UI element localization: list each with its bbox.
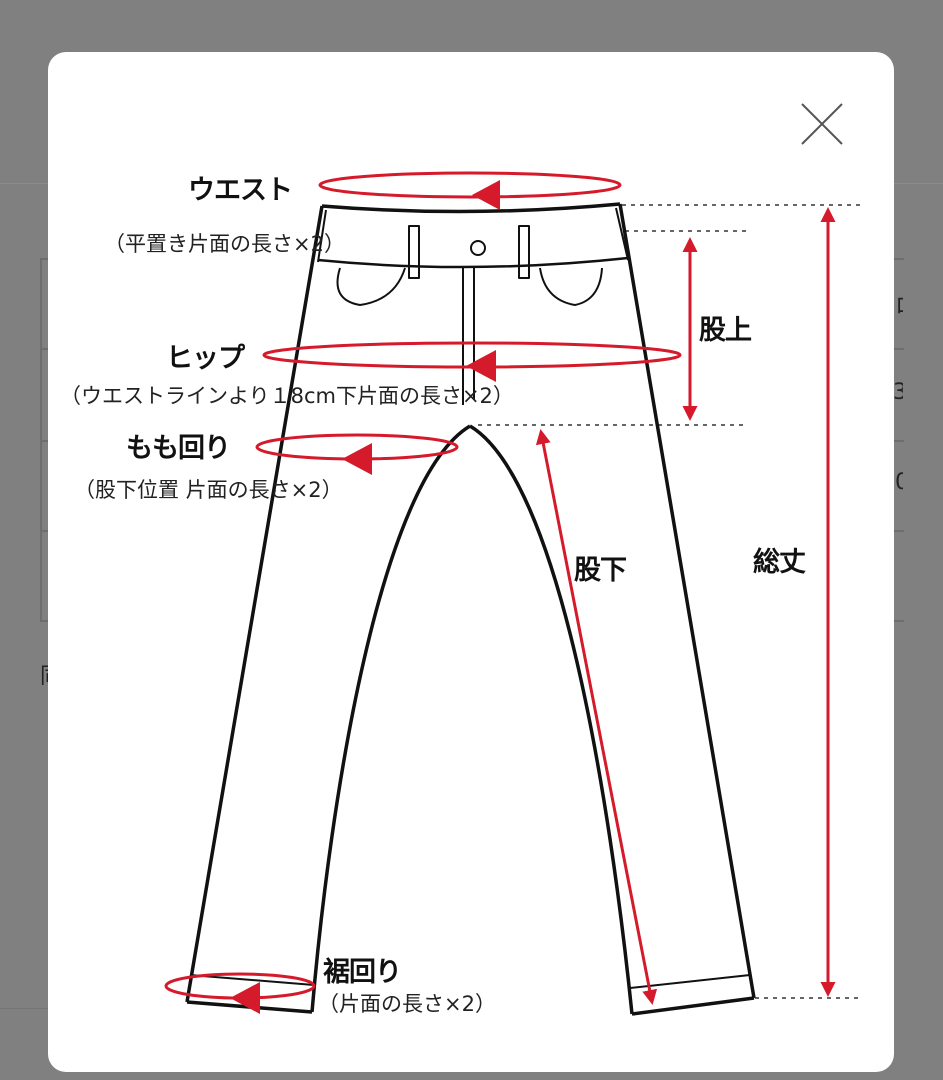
guide-lines — [478, 204, 862, 999]
table-row-divider — [894, 620, 904, 622]
thigh-arrowhead — [342, 443, 372, 475]
left-inseam — [310, 424, 471, 1013]
waistband-bottom — [317, 256, 629, 269]
waist-loop — [318, 171, 622, 199]
measure-marks — [164, 171, 836, 1005]
hem-arrowhead — [230, 982, 260, 1014]
right-hem — [631, 996, 755, 1016]
pocket-left — [336, 267, 406, 306]
right-outseam — [618, 203, 756, 999]
loop-arrowheads — [230, 180, 500, 1014]
table-row-divider — [894, 440, 904, 442]
table-cell-partial: 0 — [895, 470, 903, 495]
left-outseam — [185, 205, 324, 1003]
label-waist: ウエスト — [188, 175, 293, 206]
close-x-icon[interactable] — [800, 102, 844, 146]
note-partial: 同 — [40, 658, 48, 690]
table-row-divider — [894, 258, 904, 260]
table-row-divider — [40, 620, 48, 622]
table-row-divider — [40, 440, 48, 442]
table-left-border — [40, 258, 42, 621]
footer-divider — [0, 1008, 48, 1009]
table-cell-partial: 3 — [893, 380, 903, 405]
label-rise: 股上 — [699, 315, 752, 346]
pants-outline — [185, 202, 756, 1016]
table-row-divider — [894, 348, 904, 350]
belt-loop-right — [518, 225, 530, 279]
label-thigh-note: （股下位置 片面の長さ×2） — [74, 478, 343, 502]
waist-arrowhead — [472, 180, 500, 210]
table-row-divider — [40, 258, 48, 260]
right-inseam — [469, 424, 634, 1015]
label-hip: ヒップ — [166, 343, 245, 374]
label-total-length: 総丈 — [753, 547, 806, 578]
left-cuff — [189, 974, 315, 986]
label-hem: 裾回り — [323, 957, 402, 988]
label-waist-note: （平置き片面の長さ×2） — [104, 232, 345, 256]
button-icon — [470, 240, 486, 256]
pocket-right — [539, 267, 603, 306]
table-row-divider — [40, 530, 48, 532]
hip-arrowhead — [466, 350, 496, 382]
side-seam-left — [317, 209, 327, 263]
label-hem-note: （片面の長さ×2） — [318, 992, 496, 1016]
close-button[interactable] — [800, 102, 844, 146]
table-row-divider — [894, 530, 904, 532]
table-row-divider — [40, 348, 48, 350]
waistband-top — [321, 202, 621, 214]
label-hip-note: （ウエストラインより１8cm下片面の長さ×2） — [60, 384, 514, 408]
side-seam-right — [615, 207, 629, 261]
pants-measurement-diagram — [164, 171, 862, 1016]
label-thigh: もも回り — [126, 433, 231, 464]
inseam-arrow — [535, 429, 658, 1005]
table-cell-partial: ロ — [895, 288, 903, 320]
belt-loop-left — [408, 225, 420, 279]
label-inseam: 股下 — [574, 555, 627, 586]
size-guide-modal: ウエスト （平置き片面の長さ×2） ヒップ （ウエストラインより１8cm下片面の… — [48, 52, 894, 1072]
